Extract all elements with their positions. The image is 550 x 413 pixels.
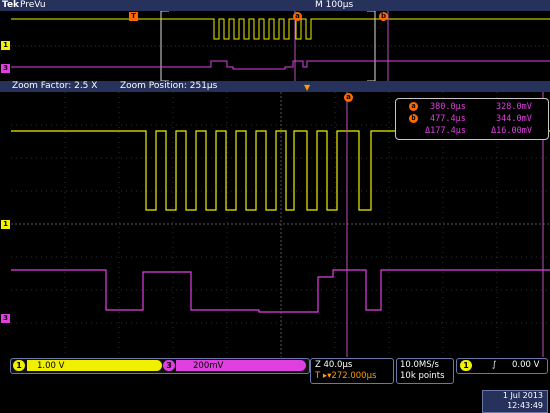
overview-cursor-b-marker[interactable]: b bbox=[379, 12, 388, 21]
ch3-scale-value: 200mV bbox=[193, 361, 224, 371]
zoom-factor-label: Zoom Factor: 2.5 X bbox=[12, 81, 98, 91]
zoom-waveform-svg bbox=[11, 92, 550, 357]
zoom-ch1-marker[interactable]: 1 bbox=[1, 220, 10, 229]
overview-cursor-a-marker[interactable]: a bbox=[293, 12, 302, 21]
vertical-scale-panel[interactable]: 1 1.00 V 3 200mV bbox=[10, 358, 310, 374]
zoom-ch3-marker[interactable]: 3 bbox=[1, 314, 10, 323]
cursor-readout-panel[interactable]: a 380.0µs 328.0mV b 477.4µs 344.0mV Δ177… bbox=[395, 98, 549, 140]
zoom-position-label: Zoom Position: 251µs bbox=[120, 81, 218, 91]
date-time-box: 1 Jul 2013 12:43:49 bbox=[482, 390, 548, 413]
brand-label: Tek bbox=[2, 0, 20, 10]
date-label: 1 Jul 2013 bbox=[502, 391, 543, 400]
overview-waveform-svg bbox=[11, 10, 550, 82]
overview-window[interactable] bbox=[11, 10, 550, 82]
zoom-ch1-trace bbox=[11, 130, 550, 211]
main-timebase: M 100µs bbox=[315, 0, 354, 10]
cursor-b-value: 344.0mV bbox=[496, 114, 532, 124]
zoom-info-bar: Zoom Factor: 2.5 X Zoom Position: 251µs … bbox=[0, 81, 550, 92]
zoom-cursor-a-marker[interactable]: a bbox=[344, 93, 353, 102]
trigger-marker[interactable]: T bbox=[129, 12, 138, 21]
readout-cursor-a-icon: a bbox=[409, 102, 418, 111]
zoom-trigger-pos-icon: ▼ bbox=[304, 83, 311, 92]
acquisition-mode: PreVu bbox=[20, 0, 46, 10]
ch1-scale-icon: 1 bbox=[13, 360, 25, 371]
overview-ch3-marker[interactable]: 3 bbox=[1, 64, 10, 73]
cursor-a-time: 380.0µs bbox=[430, 102, 466, 112]
time-label: 12:43:49 bbox=[507, 401, 543, 410]
trigger-position: T ▸▾272.000µs bbox=[315, 371, 377, 381]
record-length: 10k points bbox=[400, 371, 445, 381]
trigger-slope-icon: ∫ bbox=[492, 360, 497, 370]
channel-marker-strip bbox=[0, 0, 11, 357]
ch1-scale-value: 1.00 V bbox=[37, 361, 65, 371]
trigger-panel[interactable]: 1 ∫ 0.00 V bbox=[456, 358, 548, 374]
trigger-source-icon: 1 bbox=[460, 360, 472, 371]
cursor-a-value: 328.0mV bbox=[496, 102, 532, 112]
trigger-level: 0.00 V bbox=[512, 360, 540, 370]
horizontal-panel[interactable]: Z 40.0µs T ▸▾272.000µs bbox=[310, 358, 394, 384]
cursor-b-time: 477.4µs bbox=[430, 114, 466, 124]
zoom-horizontal-scale: Z 40.0µs bbox=[315, 360, 353, 370]
ch3-scale-icon: 3 bbox=[163, 360, 175, 371]
overview-ch3-trace bbox=[11, 60, 550, 70]
acquisition-panel[interactable]: 10.0MS/s 10k points bbox=[396, 358, 454, 384]
cursor-delta-value: Δ16.00mV bbox=[491, 126, 532, 136]
readout-cursor-b-icon: b bbox=[409, 114, 418, 123]
cursor-delta-time: Δ177.4µs bbox=[425, 126, 466, 136]
zoom-ch3-trace bbox=[11, 269, 550, 313]
sample-rate: 10.0MS/s bbox=[400, 360, 439, 370]
top-status-bar: Tek PreVu M 100µs bbox=[0, 0, 550, 11]
overview-ch1-trace bbox=[11, 18, 550, 40]
overview-ch1-marker[interactable]: 1 bbox=[1, 41, 10, 50]
graticule bbox=[11, 92, 550, 357]
